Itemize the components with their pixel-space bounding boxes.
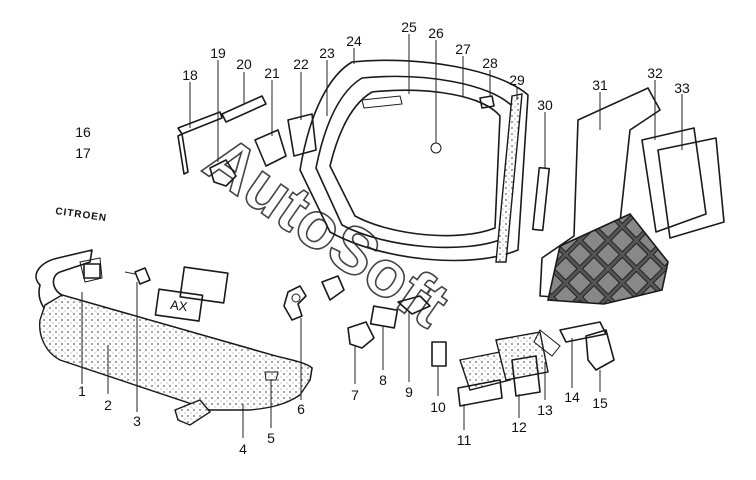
wiper-arm-18 — [177, 111, 223, 135]
callout-26: 26 — [428, 25, 444, 41]
callout-13: 13 — [537, 402, 553, 418]
wiper-blade-20 — [221, 95, 267, 123]
callout-1: 1 — [78, 383, 86, 399]
cover-15 — [585, 329, 615, 371]
callout-9: 9 — [405, 384, 413, 400]
callout-25: 25 — [401, 19, 417, 35]
callout-27: 27 — [455, 41, 471, 57]
callout-18: 18 — [182, 67, 198, 83]
clip-part-28 — [479, 95, 495, 109]
callout-28: 28 — [482, 55, 498, 71]
callout-14: 14 — [564, 389, 580, 405]
callout-8: 8 — [379, 372, 387, 388]
rear-bumper — [35, 249, 313, 426]
callout-21: 21 — [264, 65, 280, 81]
fitting-part-7 — [347, 321, 375, 349]
lock-part — [321, 275, 345, 301]
callout-17: 17 — [75, 145, 91, 161]
callout-5: 5 — [267, 430, 275, 446]
wiper-motor-19 — [209, 159, 237, 187]
side-glass-33 — [657, 137, 725, 239]
fitting-part-9 — [397, 295, 431, 315]
clip-part-3 — [134, 267, 151, 285]
callout-23: 23 — [319, 45, 335, 61]
seal-strip-29 — [495, 93, 523, 263]
plate-blank — [179, 266, 229, 304]
callout-11: 11 — [457, 432, 472, 448]
callout-30: 30 — [537, 97, 553, 113]
callout-6: 6 — [297, 401, 305, 417]
lamp-housing-12 — [495, 331, 549, 397]
callout-16: 16 — [75, 124, 91, 140]
licence-plate: AX — [154, 288, 204, 322]
callout-7: 7 — [351, 387, 359, 403]
callout-29: 29 — [509, 72, 525, 88]
callout-3: 3 — [133, 413, 141, 429]
callout-22: 22 — [293, 56, 309, 72]
leader-lines — [81, 34, 683, 438]
plate-text: AX — [169, 297, 189, 314]
citroen-badge-text: CITROEN — [55, 206, 108, 224]
tail-lamp-11 — [457, 351, 511, 407]
callout-labels: 1 2 3 4 5 6 7 8 9 10 11 12 13 14 15 16 1… — [75, 19, 690, 457]
fitting-part-8 — [369, 305, 399, 329]
callout-12: 12 — [511, 419, 527, 435]
callout-20: 20 — [236, 56, 252, 72]
callout-15: 15 — [592, 395, 608, 411]
gasket-13 — [533, 329, 561, 357]
side-panel-31 — [539, 87, 669, 305]
callout-19: 19 — [210, 45, 226, 61]
bracket-22 — [287, 113, 317, 157]
callout-31: 31 — [592, 77, 608, 93]
lamp-bulb-10 — [431, 341, 447, 367]
trim-14 — [559, 321, 607, 343]
callout-32: 32 — [647, 65, 663, 81]
callout-4: 4 — [239, 441, 247, 457]
side-glass-32 — [641, 127, 707, 233]
hinge-21 — [254, 129, 287, 167]
callout-24: 24 — [346, 33, 362, 49]
callout-33: 33 — [674, 80, 690, 96]
gas-strut-30 — [531, 166, 551, 232]
watermark-text: AutoSoft — [192, 121, 463, 341]
callout-2: 2 — [104, 397, 112, 413]
latch-part-6 — [283, 285, 307, 321]
callout-10: 10 — [430, 399, 446, 415]
